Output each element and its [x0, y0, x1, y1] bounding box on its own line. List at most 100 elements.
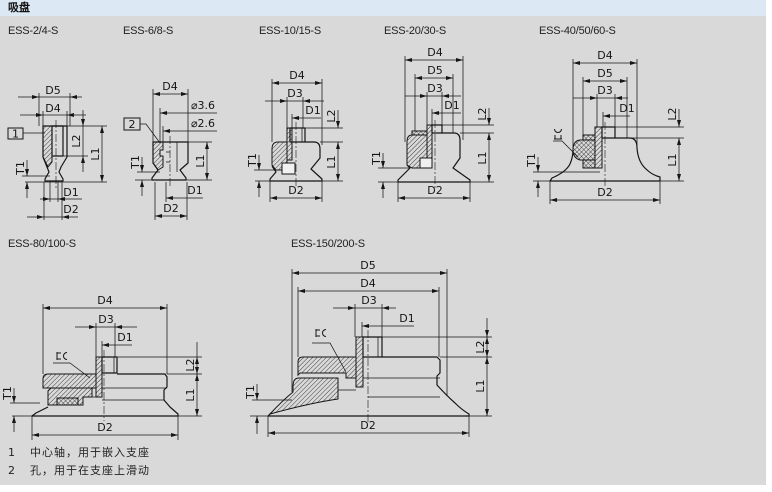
- dim-label: T1: [244, 385, 257, 400]
- dim-label: D2: [360, 419, 375, 432]
- dim-label: L1: [325, 155, 338, 168]
- interior-lines: [338, 377, 440, 398]
- drawing-title: ESS-150/200-S: [291, 238, 365, 250]
- dim-d2: D2: [27, 203, 79, 219]
- callout-2: 2: [123, 117, 161, 144]
- dim-label: D2: [427, 184, 442, 197]
- section-title: 吸盘: [8, 1, 30, 14]
- leader-line: [53, 362, 91, 379]
- dim-label: D2: [288, 184, 303, 197]
- dim-d4: D4: [43, 294, 167, 310]
- dim-d3: D3: [405, 82, 461, 98]
- dim-t1: T1: [370, 151, 385, 198]
- extension-lines: [22, 93, 107, 220]
- legend-number: 1: [8, 446, 15, 459]
- dim-label: D4: [360, 277, 375, 290]
- dim-label: D5: [597, 67, 612, 80]
- wrench-icon: [315, 329, 327, 337]
- dim-d1: D1: [292, 104, 321, 120]
- dim-l1: L1: [474, 357, 489, 416]
- dim-label: D1: [305, 104, 320, 117]
- dim-label: D1: [399, 312, 414, 325]
- drawing-title: ESS-6/8-S: [123, 25, 174, 37]
- hatched-section: [268, 377, 339, 415]
- dim-label: D3: [361, 294, 376, 307]
- dim-label: D3: [597, 84, 612, 97]
- inner-bore: [51, 125, 64, 157]
- drawing-title: ESS-80/100-S: [8, 238, 76, 250]
- dim-t1: T1: [525, 153, 540, 197]
- dim-d4: D4: [272, 69, 322, 85]
- thread-nub: [362, 336, 383, 358]
- dim-d2: D2: [550, 186, 660, 202]
- dim-label: ⌀2.6: [191, 117, 215, 130]
- dim-label: ⌀3.6: [191, 99, 215, 112]
- dim-d1: D1: [166, 184, 203, 200]
- hatched-shaft: [355, 336, 364, 388]
- dim-label: L1: [666, 153, 679, 166]
- dim-t1: T1: [129, 155, 144, 196]
- extension-lines: [135, 89, 212, 220]
- dim-label: L1: [476, 151, 489, 164]
- leader-line: [553, 140, 579, 158]
- cup-outline: [31, 373, 179, 417]
- dim-label: D1: [117, 331, 132, 344]
- dim-d3: D3: [265, 87, 324, 103]
- hatched-ring: [297, 356, 357, 379]
- dim-d2: D2: [268, 419, 469, 435]
- inner-bore: [166, 142, 178, 172]
- dim-d1: D1: [102, 331, 133, 347]
- dim-label: D1: [619, 102, 634, 115]
- dim-label: D4: [45, 102, 60, 115]
- dim-l2: L2: [476, 107, 491, 125]
- dim-label: D2: [597, 186, 612, 199]
- drawing-title: ESS-20/30-S: [384, 25, 447, 37]
- dim-label: L2: [476, 107, 489, 120]
- dim-d1: D1: [362, 312, 415, 328]
- extension-lines: [250, 269, 492, 437]
- dim-label: L2: [70, 134, 83, 147]
- callout-1: 1: [7, 127, 45, 141]
- dim-t1: T1: [244, 384, 259, 434]
- dim-label: L1: [474, 379, 487, 392]
- drawing-title: ESS-10/15-S: [259, 25, 322, 37]
- dim-label: D2: [163, 202, 178, 215]
- dim-l2: L2: [70, 110, 85, 172]
- dim-l1: L1: [666, 138, 681, 181]
- dim-l2: L2: [325, 109, 340, 128]
- dim-l1: L1: [194, 142, 209, 180]
- dim-label: T1: [246, 153, 259, 168]
- dim-l2: L2: [184, 342, 199, 374]
- dim-d1: D1: [603, 102, 635, 118]
- dim-label: D4: [427, 46, 442, 59]
- dim-l2: L2: [666, 107, 681, 127]
- extension-lines: [254, 79, 343, 202]
- dim-label: L2: [184, 358, 197, 371]
- dim-d2: D2: [270, 184, 322, 200]
- dim-label: D2: [63, 203, 78, 216]
- dim-label: D4: [597, 49, 612, 62]
- hatched-insert: [56, 397, 79, 406]
- dim-label: D4: [162, 80, 177, 93]
- section-header: 吸盘: [0, 0, 766, 16]
- legend-text: 中心轴，用于嵌入支座: [30, 446, 150, 459]
- dim-label: L1: [184, 388, 197, 401]
- dim-l1: L1: [184, 374, 199, 416]
- content-panel: 吸盘 ESS-2/4-S ESS-6/8-S ESS-10/15-S ESS-2…: [0, 0, 766, 485]
- extension-lines: [378, 56, 494, 202]
- hatched-shaft: [95, 356, 103, 398]
- dim-d3: D3: [333, 294, 396, 310]
- dim-d2: D2: [32, 421, 178, 437]
- dim-label: L2: [666, 107, 679, 120]
- interior-lines: [92, 387, 167, 401]
- drawing-title: ESS-2/4-S: [8, 25, 59, 37]
- dim-t1: T1: [14, 160, 29, 198]
- wrench-icon: [554, 128, 562, 140]
- drawing-title: ESS-40/50/60-S: [539, 25, 616, 37]
- collar: [582, 134, 596, 141]
- dim-label: D1: [63, 186, 78, 199]
- hatched-insert: [582, 159, 596, 169]
- dim-label: D2: [97, 421, 112, 434]
- hatched-section: [42, 125, 53, 168]
- dim-label: D3: [287, 87, 302, 100]
